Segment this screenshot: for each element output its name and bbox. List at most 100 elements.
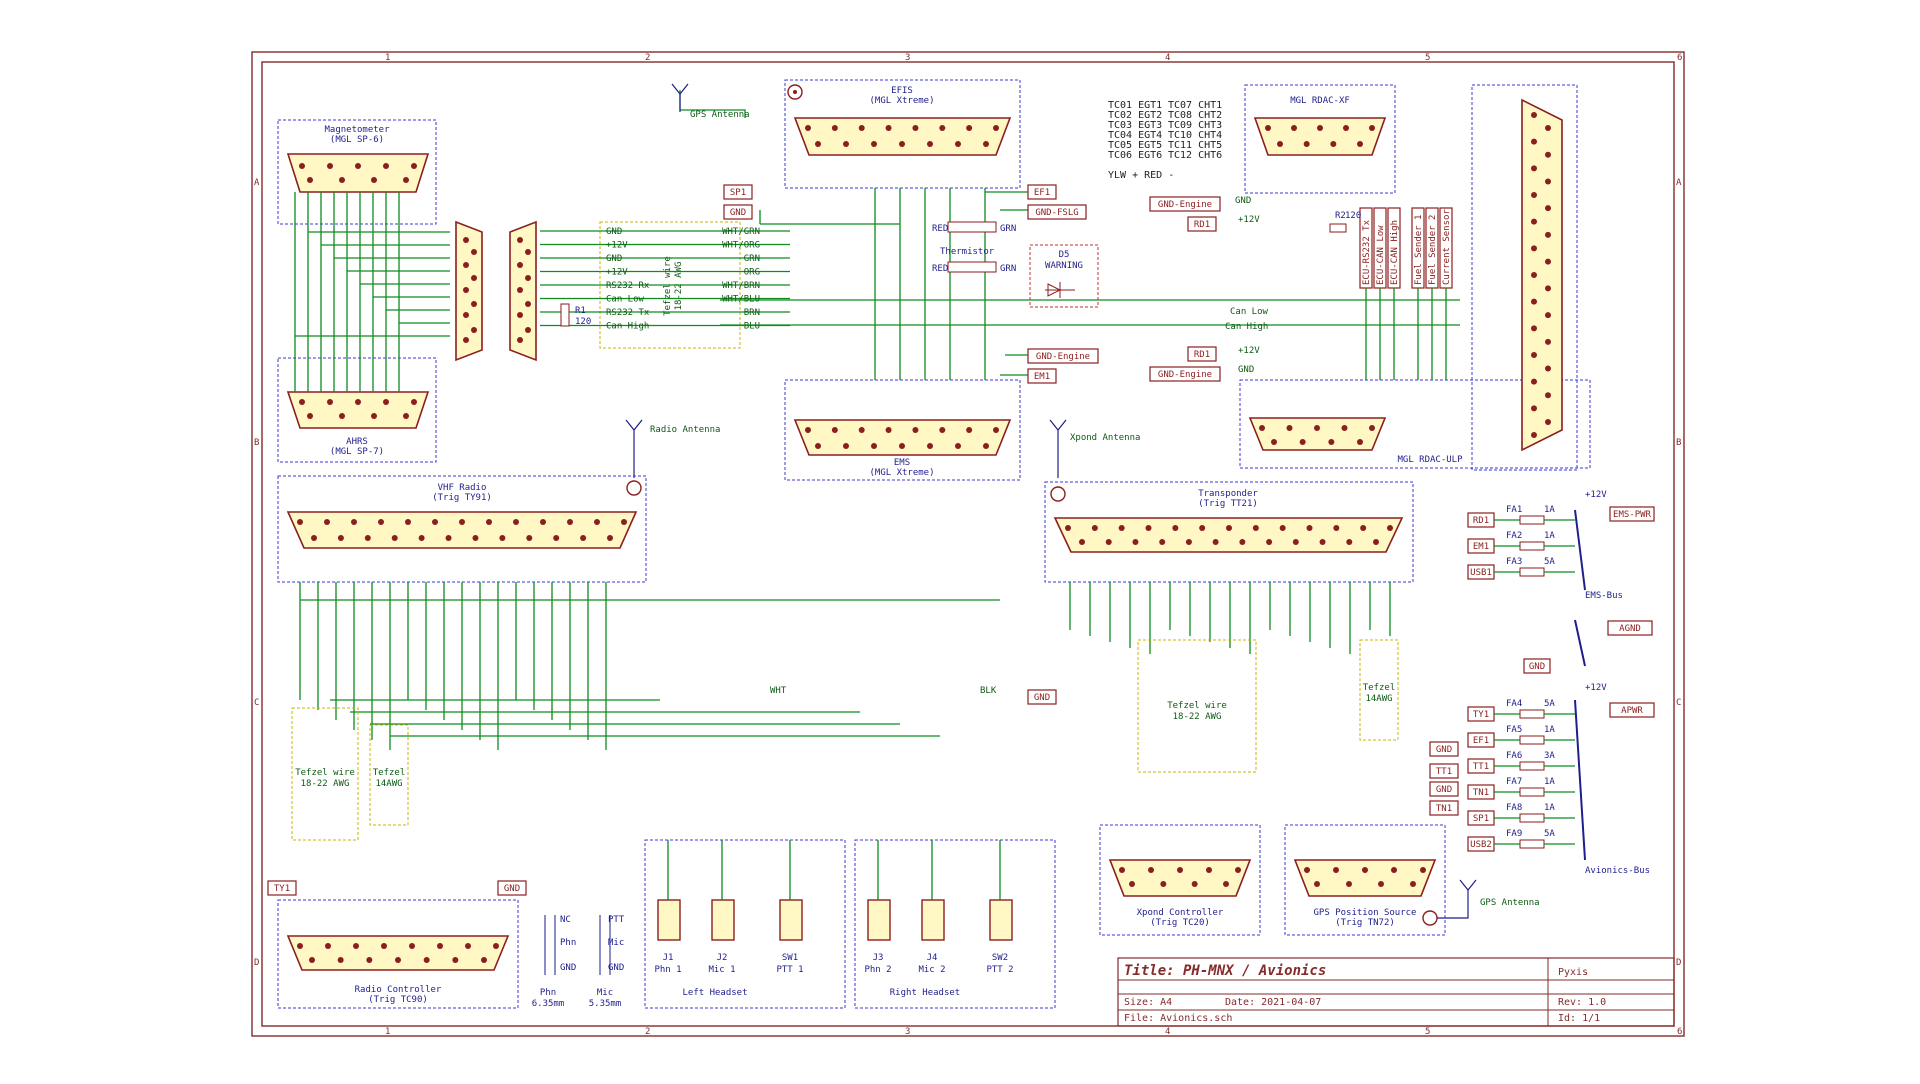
title-text: Title: PH-MNX / Avionics: [1124, 963, 1326, 979]
tc90-pin: [325, 943, 331, 949]
magnetometer-pins: [299, 163, 417, 183]
ahrs-pin: [371, 413, 377, 419]
magnetometer-pin: [299, 163, 305, 169]
magnetometer-block: Magnetometer (MGL SP-6): [277, 119, 437, 225]
rdac-ulp-pin: [1314, 425, 1320, 431]
vhf-pin: [486, 519, 492, 525]
tc90-pin: [353, 943, 359, 949]
tc20-pin: [1129, 881, 1135, 887]
svg-text:(Trig TN72): (Trig TN72): [1335, 918, 1395, 928]
ahrs-pin: [411, 399, 417, 405]
tc20-pin: [1191, 881, 1198, 887]
transponder-pin: [1091, 525, 1098, 531]
ems-pin: [912, 427, 919, 433]
company-text: Pyxis: [1558, 967, 1588, 978]
transponder-pin: [1373, 539, 1379, 545]
vhf-pin: [540, 519, 546, 525]
db25-pin: [1531, 405, 1537, 412]
rdac-ulp-pin: [1286, 425, 1293, 431]
efis-pin: [927, 141, 933, 147]
tc90-pin: [297, 943, 303, 949]
fuse-val: 5A: [1544, 829, 1555, 839]
jack-ref: J4: [927, 953, 938, 963]
transponder-pin: [1212, 539, 1219, 545]
ems-pin: [983, 443, 989, 449]
mag-wire-signal: +12V: [606, 268, 628, 278]
svg-text:(MGL Xtreme): (MGL Xtreme): [869, 468, 934, 478]
tn72-pin: [1378, 881, 1384, 887]
svg-text:Mic: Mic: [608, 938, 624, 948]
rdac-xf-pin: [1291, 125, 1297, 131]
net-label: TY1: [274, 884, 290, 894]
wht-label: WHT: [770, 686, 787, 696]
net-label: GND: [504, 884, 520, 894]
rdac-ulp-pin: [1259, 425, 1265, 431]
vhf-pin: [364, 535, 371, 541]
vhf-pin: [405, 519, 411, 525]
net-label-box: [1429, 800, 1459, 816]
mag-wire-color: WHT/ORG: [722, 241, 760, 251]
svg-text:Can High: Can High: [1225, 322, 1268, 332]
db25-pin: [1531, 272, 1537, 278]
svg-text:VHF Radio: VHF Radio: [438, 483, 487, 493]
plus12-label: +12V: [1585, 683, 1607, 693]
jack-label: Phn 2: [864, 965, 891, 975]
ems-pin: [939, 427, 946, 433]
rdac-xf-pin: [1265, 125, 1271, 131]
vhf-pin: [472, 535, 479, 541]
net-labels: SP1GNDEF1GND-FSLGGND-EngineEM1GND-Engine…: [267, 184, 1459, 896]
efis-pin: [939, 125, 946, 131]
net-label-box: [1027, 348, 1099, 364]
tc90-pin: [481, 957, 487, 963]
tc20-pin: [1235, 867, 1241, 873]
db9-pin: [471, 301, 477, 307]
r1-val: 120: [575, 317, 591, 327]
tc90-pin: [309, 957, 315, 963]
db9-pin: [517, 337, 523, 343]
net-label: EF1: [1034, 188, 1050, 198]
net-label-box: [1027, 184, 1057, 200]
efis-block: EFIS (MGL Xtreme): [784, 79, 1021, 189]
transponder-pin: [1239, 539, 1246, 545]
ems-pin: [955, 443, 961, 449]
efis-pin: [912, 125, 919, 131]
transponder-pin: [1185, 539, 1192, 545]
vhf-pin: [567, 519, 573, 525]
db25-pin: [1531, 138, 1537, 145]
db9-pin: [463, 312, 469, 318]
efis-ems-wires: [720, 188, 1460, 380]
vhf-pin: [513, 519, 519, 525]
xpond-controller-block: Xpond Controller (Trig TC20): [1099, 824, 1261, 936]
svg-text:B: B: [254, 438, 259, 448]
db9-pin: [525, 301, 531, 307]
jack-label: Phn 1: [654, 965, 681, 975]
svg-text:A: A: [1676, 178, 1682, 188]
svg-text:Left Headset: Left Headset: [682, 988, 747, 998]
db25-pin: [1531, 112, 1537, 118]
svg-text:GND: GND: [608, 963, 624, 973]
warning-led: D5 WARNING: [1029, 244, 1099, 308]
svg-text:GPS Position Source: GPS Position Source: [1314, 908, 1417, 918]
magnetometer-pin: [383, 163, 389, 169]
title-block: Title: PH-MNX / Avionics Pyxis Size: A4 …: [1117, 957, 1675, 1027]
svg-text:WARNING: WARNING: [1045, 261, 1083, 271]
transponder-pin: [1199, 525, 1206, 531]
vhf-pin: [580, 535, 587, 541]
file-text: File: Avionics.sch: [1124, 1013, 1232, 1024]
transponder-pin: [1226, 525, 1232, 531]
tc20-pin: [1206, 867, 1212, 873]
rdac-label: ECU-CAN Low: [1376, 225, 1386, 285]
fuse-ref: FA8: [1506, 803, 1522, 813]
rdac-xf-pin: [1369, 125, 1375, 131]
fuse-ref: FA4: [1506, 699, 1522, 709]
transponder-pin: [1159, 539, 1166, 545]
vhf-radio-block: VHF Radio (Trig TY91): [277, 475, 647, 583]
jack-ref: SW2: [992, 953, 1008, 963]
net-label: TT1: [1436, 767, 1452, 777]
net-label-box: [1429, 781, 1459, 797]
vhf-pin: [351, 519, 357, 525]
jack-ref: J3: [873, 953, 884, 963]
